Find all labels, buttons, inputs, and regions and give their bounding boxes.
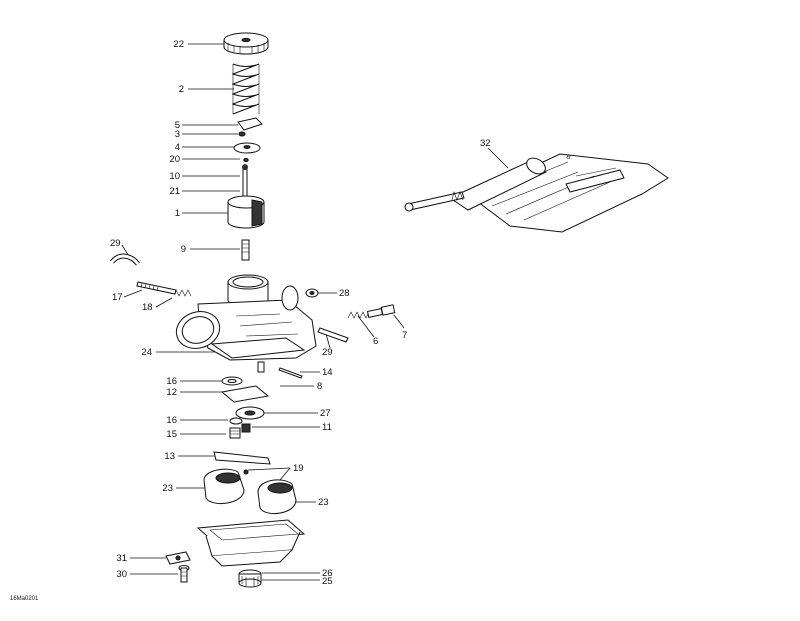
- callout-9: 9: [181, 244, 186, 255]
- callout-18: 18: [142, 302, 153, 313]
- callout-13: 13: [164, 451, 175, 462]
- callout-25: 25: [322, 576, 333, 587]
- callout-7: 7: [402, 330, 407, 341]
- callout-1: 1: [175, 208, 180, 219]
- cap-part: [223, 32, 269, 55]
- needle-part: [242, 164, 248, 201]
- callout-23-left: 23: [162, 483, 173, 494]
- callout-12: 12: [166, 387, 177, 398]
- callout-30: 30: [116, 569, 127, 580]
- idle-spring-part: [175, 289, 192, 297]
- float-part: [203, 468, 245, 505]
- e-clip-part: [243, 157, 249, 163]
- spring-part: [231, 63, 260, 115]
- float-arm-part: [213, 451, 271, 465]
- callout-31: 31: [116, 553, 127, 564]
- float-part-2: [257, 479, 297, 515]
- callout-3: 3: [175, 129, 180, 140]
- needle-clip-part: [238, 131, 246, 137]
- leader-lines: [121, 43, 509, 581]
- callout-15: 15: [166, 429, 177, 440]
- gasket-part: [220, 376, 270, 403]
- callout-11: 11: [322, 422, 332, 433]
- callout-labels: 22 2 5 3 4 20 10 21 1 9 29 17 18 28 7 6 …: [110, 39, 491, 587]
- float-bowl-part: [196, 519, 306, 567]
- callout-19: 19: [293, 463, 304, 474]
- jet-assembly-part: [229, 406, 265, 439]
- svg-text:B: B: [565, 154, 571, 161]
- vent-hose-part: [317, 327, 349, 343]
- callout-6: 6: [373, 336, 378, 347]
- image-code-label: 16Ma0201: [10, 596, 39, 602]
- callout-16-top: 16: [166, 376, 177, 387]
- callout-4: 4: [175, 142, 180, 153]
- drain-plug-part: [238, 569, 262, 588]
- clip-part: [237, 117, 263, 131]
- callout-29-right: 29: [322, 347, 333, 358]
- seat-part: [233, 142, 261, 154]
- callout-23-right: 23: [318, 497, 329, 508]
- fitting-part: [305, 288, 319, 298]
- callout-29-left: 29: [110, 238, 121, 249]
- bowl-clip-part: [165, 551, 191, 565]
- float-pin-part: [278, 367, 303, 379]
- throttle-slide-part: [227, 195, 265, 229]
- bowl-screw-part: [178, 565, 190, 583]
- callout-26: 26: [322, 568, 333, 579]
- callout-17: 17: [112, 292, 123, 303]
- needle-jet-part: [241, 239, 250, 261]
- callout-32: 32: [480, 138, 491, 149]
- callout-28: 28: [339, 288, 350, 299]
- callout-22: 22: [173, 39, 184, 50]
- idle-screw-part: [136, 281, 177, 295]
- callout-16-bottom: 16: [166, 415, 177, 426]
- callout-24: 24: [141, 347, 152, 358]
- callout-14: 14: [322, 367, 333, 378]
- callout-20: 20: [169, 154, 180, 165]
- tool-kit-part: B: [404, 153, 669, 233]
- callout-27: 27: [320, 408, 331, 419]
- callout-5: 5: [175, 120, 180, 131]
- air-screw-part: [347, 304, 396, 319]
- callout-8: 8: [317, 381, 322, 392]
- callout-2: 2: [179, 84, 184, 95]
- callout-10: 10: [169, 171, 180, 182]
- callout-21: 21: [169, 186, 180, 197]
- carburetor-body-part: [175, 274, 317, 373]
